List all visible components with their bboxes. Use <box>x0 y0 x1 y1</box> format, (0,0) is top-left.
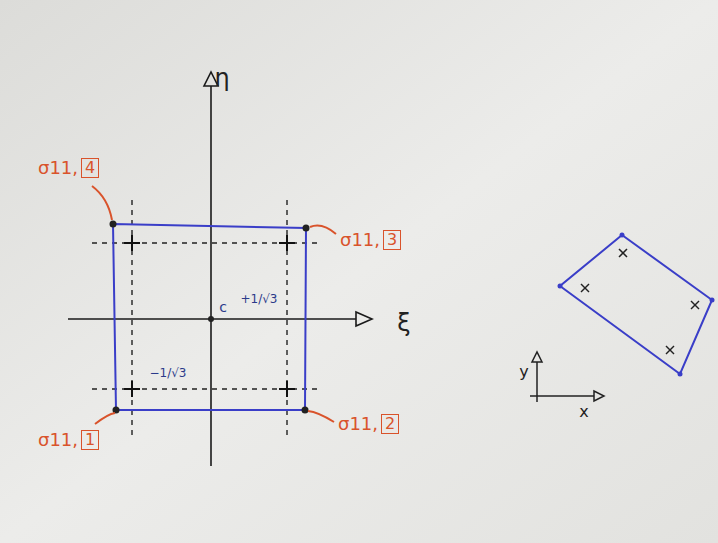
parent-element <box>113 224 306 410</box>
axis-label: ξ <box>397 310 410 336</box>
gauss-points <box>124 235 295 397</box>
stress-label: σ11, <box>38 430 78 450</box>
dashed-lines <box>92 200 322 440</box>
stress-label: σ11, <box>340 230 380 250</box>
node-number: 2 <box>381 414 399 434</box>
physical-nodes <box>558 233 715 377</box>
node-number: 4 <box>81 158 99 178</box>
axis-label: x <box>579 403 588 421</box>
axis-label: η <box>214 65 229 91</box>
axis-label: y <box>519 363 528 381</box>
leader-lines <box>92 186 336 424</box>
coordinate-value: +1/√3 <box>240 293 277 306</box>
coordinate-value: −1/√3 <box>149 367 186 380</box>
node-number: 1 <box>81 430 99 450</box>
xy-axes <box>530 352 604 402</box>
physical-element <box>560 235 712 374</box>
stress-label: σ11, <box>38 158 78 178</box>
axes <box>68 72 372 466</box>
stress-label: σ11, <box>338 414 378 434</box>
point-label: c <box>219 300 227 315</box>
physical-gauss-points <box>581 249 699 354</box>
node-number: 3 <box>383 230 401 250</box>
corner-nodes <box>110 221 310 414</box>
